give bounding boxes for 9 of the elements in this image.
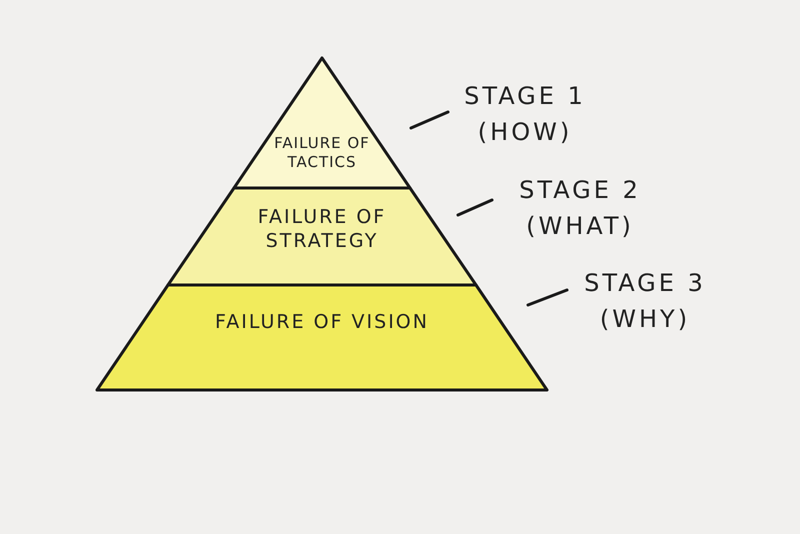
leader-line — [526, 288, 568, 306]
stage-label: STAGE 1 (HOW) — [445, 78, 605, 150]
stage-label: STAGE 2 (WHAT) — [490, 172, 670, 244]
leader-line — [456, 198, 494, 216]
stage-label: STAGE 3 (WHY) — [565, 265, 725, 337]
tier-label: FAILURE OF VISION — [214, 311, 430, 335]
tier-label: FAILURE OF TACTICS — [273, 134, 371, 172]
leader-line — [410, 110, 450, 130]
tier-label: FAILURE OF STRATEGY — [256, 206, 388, 254]
